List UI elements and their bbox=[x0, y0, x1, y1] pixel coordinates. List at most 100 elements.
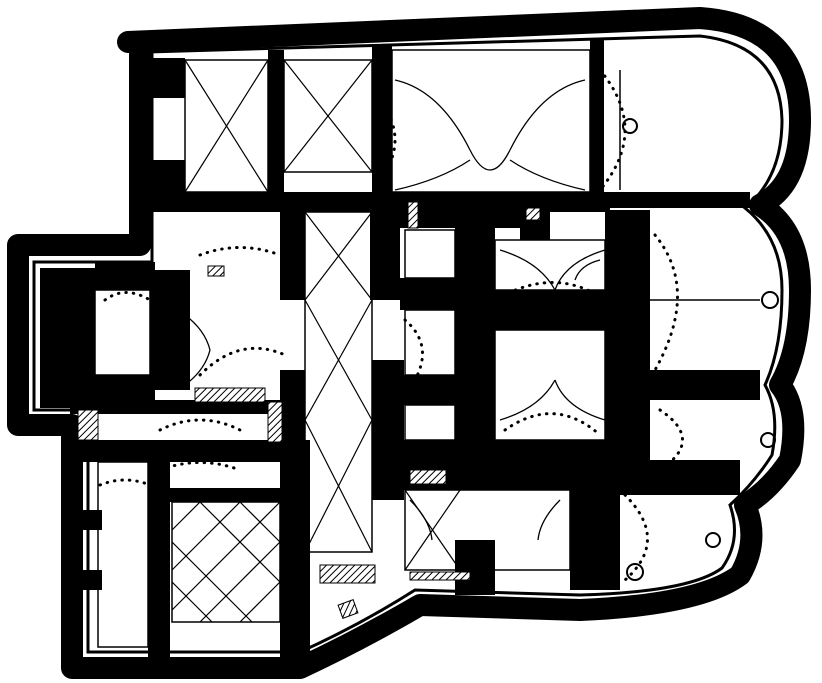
perimeter-bead bbox=[232, 662, 245, 674]
perimeter-bead bbox=[66, 659, 78, 672]
vault-line bbox=[199, 501, 281, 583]
perimeter-bead bbox=[792, 262, 805, 275]
perimeter-bead bbox=[683, 590, 696, 603]
wall-segment bbox=[372, 45, 392, 210]
hatch-area bbox=[409, 571, 471, 581]
perimeter-bead bbox=[238, 31, 251, 44]
vault-curve bbox=[537, 499, 561, 541]
wall-segment bbox=[280, 200, 305, 300]
vault-line bbox=[239, 501, 281, 543]
perimeter-bead bbox=[303, 28, 316, 41]
perimeter-bead bbox=[46, 419, 59, 431]
perimeter-bead bbox=[12, 258, 24, 271]
perimeter-bead bbox=[770, 472, 782, 485]
perimeter-bead bbox=[316, 27, 329, 40]
room-outlines bbox=[94, 49, 760, 648]
perimeter-bead bbox=[122, 239, 135, 251]
perimeter-bead bbox=[742, 547, 755, 560]
room-outline bbox=[404, 309, 456, 376]
wall-segment bbox=[95, 375, 155, 403]
hatch-area bbox=[337, 599, 359, 619]
dotted-arc bbox=[503, 412, 602, 437]
perimeter-bead bbox=[793, 275, 806, 288]
hatched-areas bbox=[77, 201, 541, 619]
perimeter-bead bbox=[792, 314, 805, 327]
perimeter-bead bbox=[66, 464, 78, 477]
perimeter-bead bbox=[784, 451, 797, 464]
wall-segment bbox=[148, 460, 170, 660]
perimeter-bead bbox=[76, 662, 89, 674]
perimeter-bead bbox=[765, 191, 778, 204]
perimeter-bead bbox=[498, 20, 511, 33]
perimeter-bead bbox=[755, 198, 768, 211]
perimeter-bead bbox=[12, 349, 24, 362]
perimeter-bead bbox=[389, 613, 402, 625]
perimeter-bead bbox=[66, 633, 78, 646]
dotted-arc bbox=[158, 418, 242, 432]
perimeter-bead bbox=[115, 662, 128, 674]
perimeter-bead bbox=[641, 14, 654, 27]
perimeter-bead bbox=[378, 619, 391, 632]
wall-segment bbox=[610, 192, 750, 208]
perimeter-bead bbox=[786, 438, 799, 451]
vault-line bbox=[239, 581, 281, 623]
perimeter-bead bbox=[206, 662, 219, 674]
perimeter-bead bbox=[450, 600, 463, 613]
perimeter-bead bbox=[320, 649, 333, 662]
perimeter-bead bbox=[258, 662, 271, 674]
perimeter-bead bbox=[12, 284, 24, 297]
perimeter-bead bbox=[225, 31, 238, 44]
perimeter-bead bbox=[779, 387, 792, 400]
wall-segment bbox=[605, 210, 650, 470]
perimeter-bead bbox=[167, 662, 180, 674]
vault-curve bbox=[509, 159, 586, 191]
perimeter-bead bbox=[31, 239, 44, 251]
vault-line bbox=[283, 59, 373, 173]
perimeter-bead bbox=[437, 599, 450, 612]
perimeter-bead bbox=[141, 662, 154, 674]
perimeter-bead bbox=[731, 18, 744, 31]
perimeter-bead bbox=[245, 662, 258, 674]
vault-line bbox=[304, 211, 373, 301]
perimeter-bead bbox=[342, 26, 355, 39]
perimeter-bead bbox=[161, 34, 173, 47]
perimeter-bead bbox=[731, 570, 744, 583]
perimeter-bead bbox=[420, 23, 433, 36]
perimeter-bead bbox=[381, 25, 394, 38]
perimeter-bead bbox=[785, 352, 798, 365]
vault-curves bbox=[184, 79, 606, 541]
perimeter-bead bbox=[755, 29, 768, 42]
dotted-arc bbox=[198, 346, 287, 377]
perimeter-bead bbox=[738, 560, 751, 573]
perimeter-bead bbox=[645, 597, 658, 610]
perimeter-bead bbox=[593, 603, 606, 615]
hatch-area bbox=[77, 409, 99, 441]
wall-segment bbox=[455, 210, 495, 460]
perimeter-bead bbox=[696, 586, 709, 599]
perimeter-bead bbox=[89, 662, 102, 674]
hatch-area bbox=[319, 564, 376, 584]
perimeter-bead bbox=[134, 211, 146, 224]
vault-curve bbox=[499, 379, 556, 421]
perimeter-bead bbox=[489, 601, 502, 614]
perimeter-bead bbox=[12, 336, 24, 349]
perimeter-bead bbox=[70, 239, 83, 251]
perimeter-bead bbox=[563, 17, 576, 30]
vault-line bbox=[171, 501, 281, 611]
room-outline bbox=[97, 461, 149, 648]
perimeter-bead bbox=[788, 340, 801, 352]
perimeter-bead bbox=[774, 47, 787, 60]
perimeter-bead bbox=[12, 271, 24, 284]
wall-segment bbox=[72, 510, 102, 530]
vault-curve bbox=[409, 499, 433, 541]
perimeter-bead bbox=[199, 32, 212, 45]
vault-curve bbox=[574, 259, 601, 281]
perimeter-bead bbox=[743, 23, 756, 36]
perimeter-bead bbox=[122, 36, 134, 48]
perimeter-bead bbox=[212, 32, 225, 45]
perimeter-bead bbox=[576, 16, 589, 29]
perimeter-bead bbox=[550, 18, 563, 30]
perimeter-bead bbox=[567, 603, 580, 616]
lattice-vault bbox=[171, 501, 281, 623]
perimeter-bead bbox=[284, 662, 297, 674]
